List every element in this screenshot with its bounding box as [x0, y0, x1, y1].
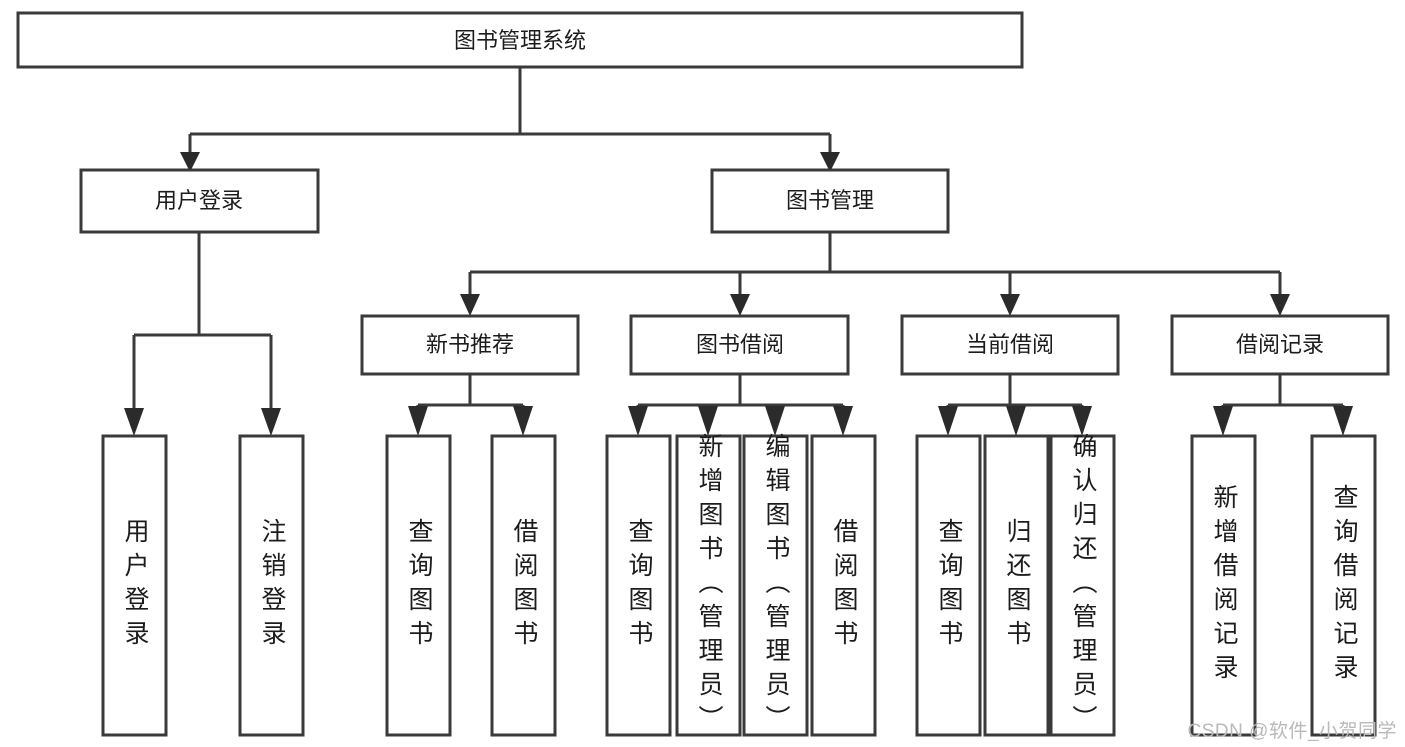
- node-label-user-login: 用户登录: [155, 188, 243, 213]
- leaf-box-user-login-1[interactable]: [238, 434, 305, 737]
- node-label-book-manage: 图书管理: [786, 188, 874, 213]
- node-box-new-book-recommend[interactable]: [360, 314, 580, 376]
- leaf-box-book-borrow-2[interactable]: [742, 434, 809, 737]
- arrow-head-nb-leaf-2: [513, 406, 533, 436]
- arrow-head-cb-leaf-2: [1006, 406, 1026, 436]
- arrow-head-user-login: [180, 152, 200, 172]
- arrow-head-br-leaf-2: [1333, 406, 1353, 436]
- arrow-head-bb-leaf-1: [628, 406, 648, 436]
- arrow-head-bb-leaf-4: [833, 406, 853, 436]
- connector-borrow-record-to-leaves: [1213, 374, 1353, 436]
- arrow-head-leaf-logout: [261, 408, 281, 436]
- arrow-head-br-leaf-1: [1213, 406, 1233, 436]
- leaf-box-borrow-record-1[interactable]: [1310, 434, 1377, 737]
- leaf-box-current-borrow-2[interactable]: [1049, 434, 1116, 737]
- arrow-head-current-borrow: [1000, 294, 1020, 316]
- leaf-box-book-borrow-0[interactable]: [605, 434, 672, 737]
- connector-root-to-level2: [180, 67, 840, 172]
- arrow-head-bb-leaf-3: [765, 406, 785, 436]
- arrow-head-nb-leaf-1: [408, 406, 428, 436]
- connector-user-login-to-leaves: [124, 232, 281, 436]
- connector-book-borrow-to-leaves: [628, 374, 853, 436]
- arrow-head-book-borrow: [730, 294, 750, 316]
- leaf-box-new-book-1[interactable]: [490, 434, 557, 737]
- connector-current-borrow-to-leaves: [938, 374, 1092, 436]
- arrow-head-leaf-user-login: [124, 408, 144, 436]
- node-label-root: 图书管理系统: [454, 28, 586, 53]
- leaf-box-borrow-record-0[interactable]: [1190, 434, 1257, 737]
- arrow-head-book-manage: [820, 152, 840, 172]
- csdn-watermark: CSDN @软件_小贺同学: [1187, 721, 1397, 742]
- node-label-borrow-record: 借阅记录: [1236, 332, 1324, 357]
- arrow-head-bb-leaf-2: [698, 406, 718, 436]
- connector-new-book-to-leaves: [408, 374, 533, 436]
- leaf-box-book-borrow-3[interactable]: [810, 434, 877, 737]
- node-box-user-login[interactable]: [79, 168, 320, 234]
- node-box-book-borrow[interactable]: [629, 314, 850, 376]
- node-box-root[interactable]: [16, 11, 1024, 69]
- node-label-current-borrow: 当前借阅: [966, 332, 1054, 357]
- node-box-current-borrow[interactable]: [900, 314, 1120, 376]
- arrow-head-new-book: [460, 294, 480, 316]
- node-label-new-book-recommend: 新书推荐: [426, 332, 514, 357]
- node-box-borrow-record[interactable]: [1170, 314, 1390, 376]
- node-box-book-manage[interactable]: [710, 168, 950, 234]
- node-label-book-borrow: 图书借阅: [696, 332, 784, 357]
- leaf-box-current-borrow-1[interactable]: [983, 434, 1050, 737]
- arrow-head-cb-leaf-3: [1072, 406, 1092, 436]
- arrow-head-cb-leaf-1: [938, 406, 958, 436]
- leaf-box-new-book-0[interactable]: [385, 434, 452, 737]
- arrow-head-borrow-record: [1270, 294, 1290, 316]
- connector-book-manage-to-level3: [460, 232, 1290, 316]
- leaf-box-current-borrow-0[interactable]: [915, 434, 982, 737]
- leaf-box-user-login-0[interactable]: [101, 434, 168, 737]
- leaf-box-book-borrow-1[interactable]: [675, 434, 742, 737]
